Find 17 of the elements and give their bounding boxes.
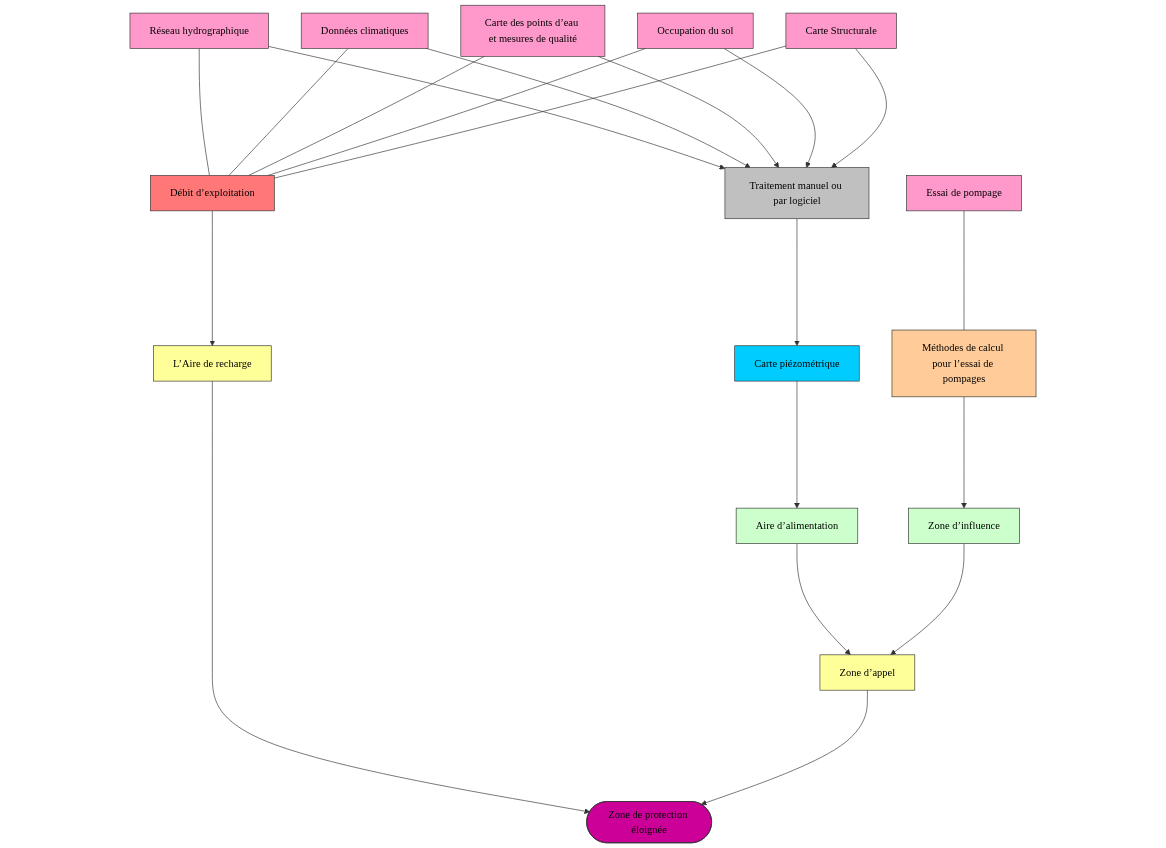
node-box: Carte piézométrique: [734, 345, 860, 382]
node-box: Aire d’alimentation: [735, 507, 859, 544]
node-box: Méthodes de calcul pour l’essai de pompages: [891, 329, 1037, 398]
connector: [228, 48, 349, 176]
node-box: Occupation du sol: [637, 12, 754, 49]
node-box: Zone d’appel: [819, 654, 916, 691]
node-box: Essai de pompage: [906, 175, 1022, 212]
node-box: Carte des points d’eau et mesures de qualité: [460, 4, 606, 57]
connector: [248, 56, 485, 176]
node-box: Traitement manuel ou par logiciel: [724, 167, 870, 220]
node-box: Données climatiques: [300, 12, 429, 49]
node-box: L’Aire de recharge: [153, 345, 272, 382]
node-box: Débit d’exploitation: [150, 175, 275, 212]
node-box: Réseau hydrographique: [129, 12, 269, 49]
node-box: Carte Structurale: [785, 12, 897, 49]
connector: [198, 48, 210, 176]
node-box: Zone d’influence: [908, 507, 1020, 544]
